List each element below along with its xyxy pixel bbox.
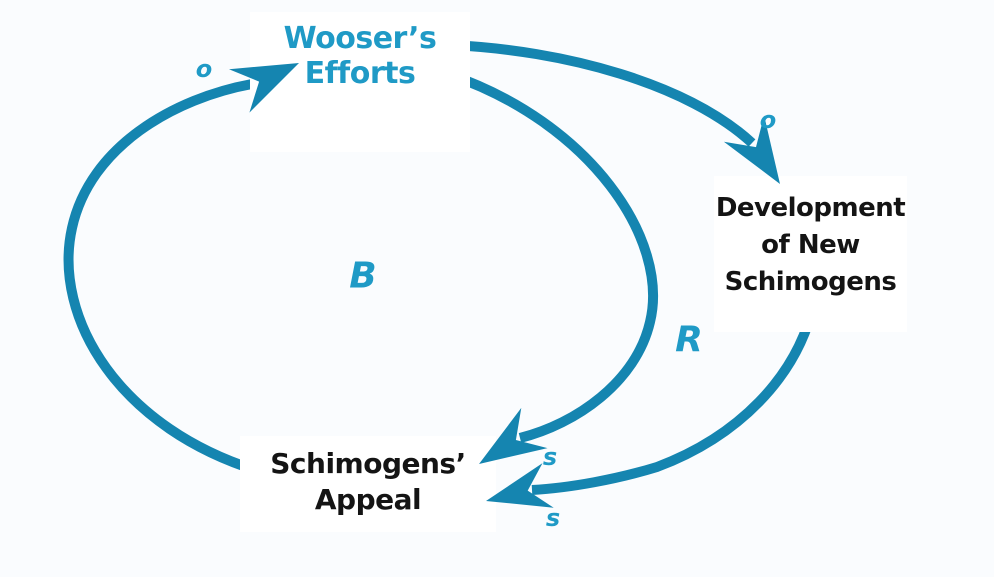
node-appeal-line-2: Appeal	[314, 482, 422, 516]
node-development-line-3: Schimogens	[724, 266, 897, 297]
arc-development-to-appeal	[531, 301, 819, 495]
arc-wooser-to-development	[449, 40, 756, 147]
loop-label-balancing: B	[349, 255, 377, 297]
arrowhead-wooser-to-development-icon	[723, 115, 780, 184]
node-development-line-1: Development	[715, 193, 906, 223]
polarity-wooser-to-appeal: s	[542, 443, 558, 471]
arrowhead-wooser-to-appeal-icon	[479, 407, 548, 464]
node-box-wooser-efforts	[250, 12, 470, 152]
node-appeal-line-1: Schimogens’	[270, 447, 466, 480]
node-development-line-2: of New	[761, 229, 860, 260]
polarity-wooser-to-development: o	[759, 106, 777, 134]
node-box-schimogens-appeal	[240, 436, 496, 532]
node-wooser-line-1: Wooser’s	[283, 21, 437, 56]
arrowhead-development-to-appeal-icon	[486, 463, 554, 508]
arrowhead-appeal-to-wooser-icon	[229, 63, 299, 113]
arc-appeal-to-wooser	[63, 79, 264, 477]
loop-label-reinforcing: R	[675, 319, 703, 361]
node-development-new-schimogens: Development of New Schimogens	[714, 190, 907, 301]
node-wooser-line-2: Efforts	[304, 55, 416, 91]
node-wooser-efforts: Wooser’s Efforts	[250, 21, 470, 92]
arc-wooser-to-appeal	[446, 69, 659, 443]
node-box-development	[714, 176, 907, 332]
polarity-appeal-to-wooser: o	[195, 55, 213, 83]
polarity-development-to-appeal: s	[545, 504, 561, 532]
node-schimogens-appeal: Schimogens’ Appeal	[240, 446, 496, 518]
